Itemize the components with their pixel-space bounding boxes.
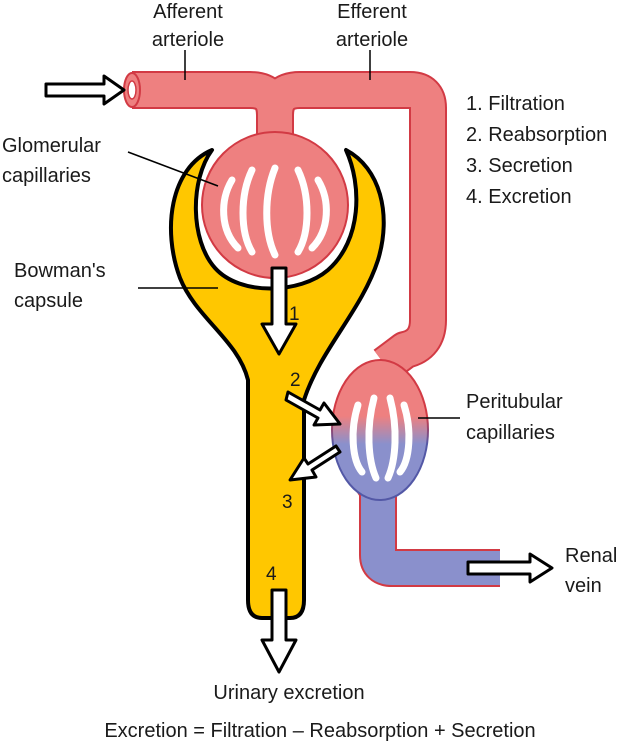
marker-3: 3	[282, 492, 293, 513]
efferent-label-1: Efferent	[337, 1, 407, 23]
efferent-label-2: arteriole	[336, 29, 408, 51]
marker-4: 4	[266, 564, 277, 585]
glomerulus	[201, 131, 349, 279]
afferent-label-2: arteriole	[152, 29, 224, 51]
vessel-fill	[132, 73, 500, 585]
marker-2: 2	[290, 370, 301, 391]
glomerular-label-1: Glomerular	[2, 135, 101, 157]
renal-vein-arrow	[466, 552, 554, 584]
process-filtration: 1. Filtration	[466, 93, 565, 115]
secretion-arrow	[288, 444, 342, 482]
marker-1: 1	[289, 304, 300, 325]
afferent-inflow-arrow	[44, 74, 126, 106]
process-reabsorption: 2. Reabsorption	[466, 124, 607, 146]
renal-vein-label-2: vein	[565, 575, 602, 597]
glomerular-leader	[127, 151, 219, 187]
afferent-lumen	[127, 80, 137, 100]
peritubular-label-2: capillaries	[466, 422, 555, 444]
reabsorption-arrow	[284, 390, 342, 427]
peritubular-label-1: Peritubular	[466, 391, 563, 413]
filtration-arrow	[260, 266, 298, 356]
excretion-arrow	[260, 588, 298, 674]
process-secretion: 3. Secretion	[466, 155, 573, 177]
excretion-equation: Excretion = Filtration – Reabsorption + …	[104, 720, 535, 742]
bowmans-label-2: capsule	[14, 290, 83, 312]
bowmans-label-1: Bowman's	[14, 260, 106, 282]
peritubular-capillaries	[331, 359, 429, 501]
renal-vein-label-1: Renal	[565, 545, 617, 567]
glomerular-label-2: capillaries	[2, 165, 91, 187]
bowmans-capsule	[169, 148, 386, 620]
afferent-label-1: Afferent	[153, 1, 223, 23]
urinary-excretion-label: Urinary excretion	[213, 682, 364, 704]
process-excretion: 4. Excretion	[466, 186, 572, 208]
